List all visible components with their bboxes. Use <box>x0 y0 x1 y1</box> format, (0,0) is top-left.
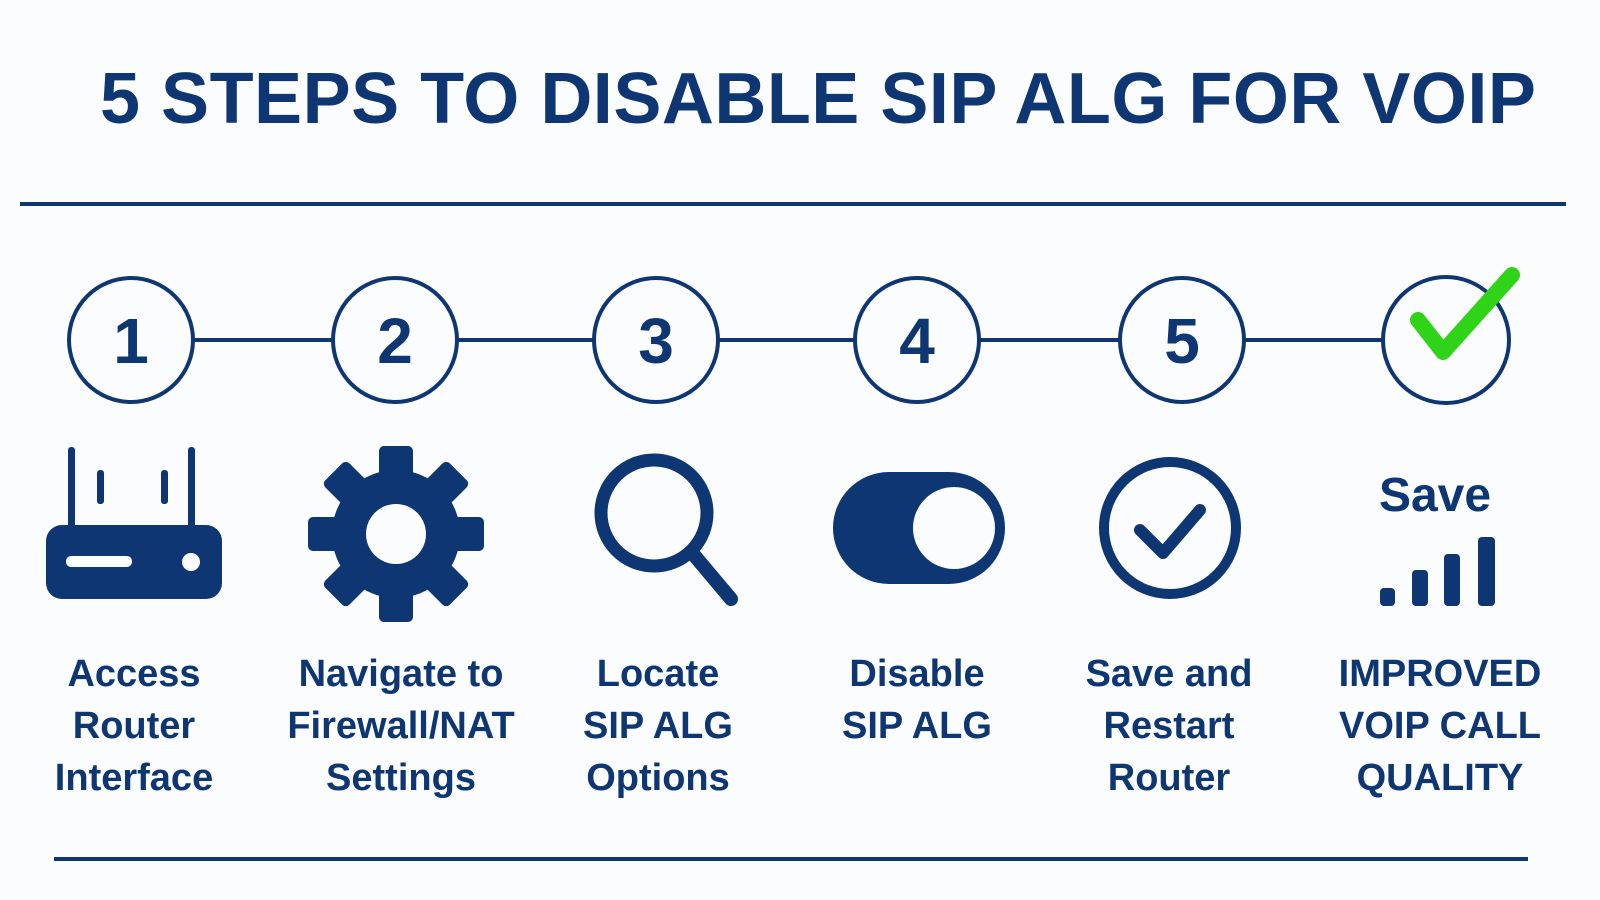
green-checkmark-icon <box>1410 267 1520 360</box>
page-title: 5 STEPS TO DISABLE SIP ALG FOR VOIP <box>100 59 1537 139</box>
router-icon <box>46 447 222 599</box>
label-line: Router <box>72 705 196 747</box>
top-divider <box>20 202 1566 206</box>
result-label: IMPROVED VOIP CALL QUALITY <box>1310 648 1570 804</box>
step-number-2: 2 <box>377 305 413 377</box>
label-line: Restart <box>1103 705 1235 747</box>
label-line: Settings <box>326 757 476 799</box>
label-line: Options <box>586 757 730 799</box>
toggle-icon <box>833 472 1005 584</box>
step-label-3: Locate SIP ALG Options <box>528 648 788 804</box>
step-label-2: Navigate to Firewall/NAT Settings <box>271 648 531 804</box>
label-line: VOIP CALL <box>1339 705 1541 747</box>
label-line: IMPROVED <box>1338 653 1542 695</box>
step-circle-2 <box>331 276 459 404</box>
save-text: Save <box>1378 469 1492 522</box>
step-circle-4 <box>853 276 981 404</box>
magnifier-icon <box>594 453 738 606</box>
step-number-1: 1 <box>113 305 149 377</box>
bottom-divider <box>54 857 1528 861</box>
label-line: Router <box>1107 757 1231 799</box>
step-circle-1 <box>67 276 195 404</box>
label-line: Save and <box>1085 653 1253 695</box>
step-circle-5 <box>1118 276 1246 404</box>
step-label-4: Disable SIP ALG <box>787 648 1047 752</box>
label-line: Access <box>67 653 201 695</box>
label-line: SIP ALG <box>842 705 992 747</box>
step-number-5: 5 <box>1164 305 1200 377</box>
label-line: Navigate to <box>298 653 504 695</box>
signal-bars-icon <box>1380 537 1495 606</box>
label-line: Disable <box>849 653 985 695</box>
label-line: QUALITY <box>1356 757 1524 799</box>
check-circle-icon <box>1099 457 1241 599</box>
step-label-1: Access Router Interface <box>4 648 264 804</box>
gear-icon <box>308 446 484 622</box>
step-circle-3 <box>592 276 720 404</box>
step-number-4: 4 <box>899 305 935 377</box>
label-line: Firewall/NAT <box>287 705 515 747</box>
label-line: Interface <box>54 757 214 799</box>
label-line: SIP ALG <box>583 705 733 747</box>
step-label-5: Save and Restart Router <box>1039 648 1299 804</box>
label-line: Locate <box>596 653 720 695</box>
step-number-3: 3 <box>638 305 674 377</box>
